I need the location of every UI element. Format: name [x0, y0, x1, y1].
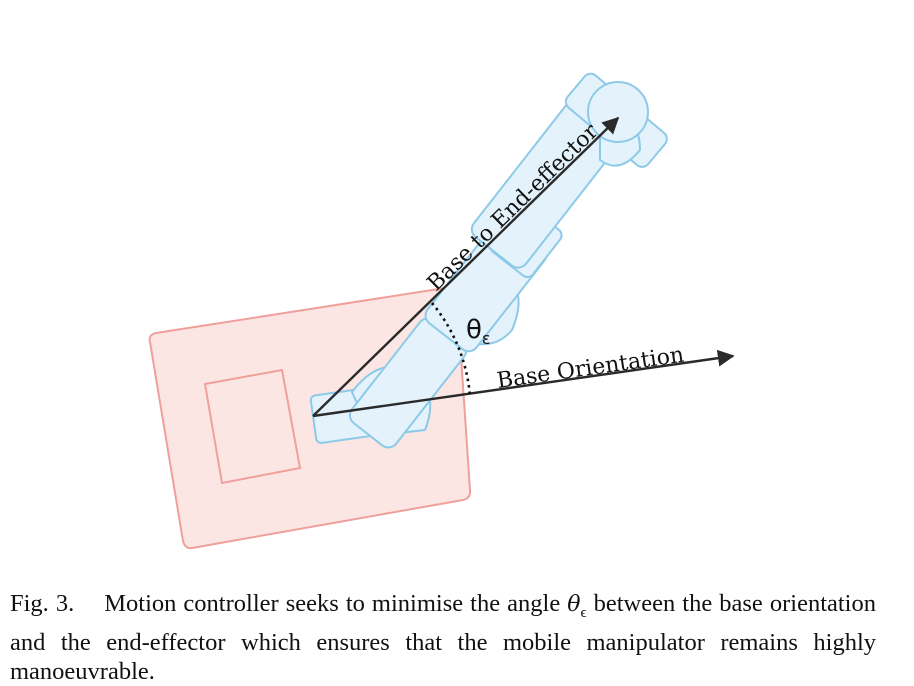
- mobile-base: [148, 286, 472, 550]
- angle-symbol: θ: [466, 315, 482, 345]
- base-orientation-arrow: [312, 349, 735, 418]
- base-orientation-label: Base Orientation: [495, 343, 685, 394]
- figure-caption: Fig. 3. Motion controller seeks to minimi…: [10, 589, 876, 686]
- angle-label: θε: [466, 315, 491, 348]
- caption-symbol-sub: ϵ: [580, 604, 587, 621]
- caption-label: Fig. 3.: [10, 590, 75, 617]
- angle-subscript: ε: [482, 329, 491, 348]
- angle-arc: [430, 302, 472, 397]
- caption-text-before: Motion controller seeks to minimise the …: [104, 590, 561, 617]
- base-to-end-effector-arrow: [312, 116, 620, 417]
- base-body: [148, 286, 472, 550]
- caption-symbol: θ: [567, 592, 581, 617]
- caption-text-after: between the base orientation and the end…: [10, 590, 876, 685]
- figure-diagram: Base to End-effector Base Orientation θε: [148, 72, 735, 550]
- robot-arm: [309, 72, 668, 449]
- base-panel: [203, 368, 302, 485]
- vectors: [312, 116, 735, 418]
